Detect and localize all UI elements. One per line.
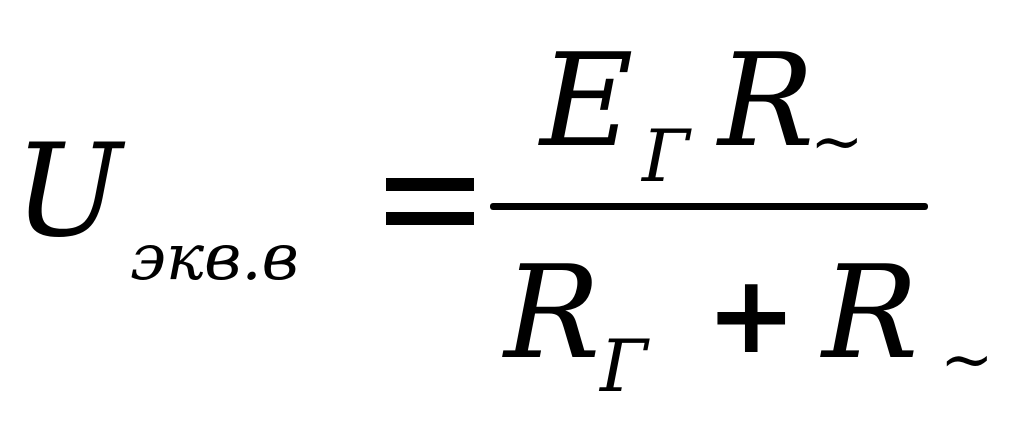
numerator-term2: R — [718, 27, 815, 176]
fraction-bar — [490, 203, 928, 210]
denominator-term2-subscript: ~ — [940, 323, 994, 397]
denominator-term1-subscript: Г — [600, 324, 648, 408]
equals-bar-bottom — [386, 212, 474, 225]
lhs-subscript: экв.в — [130, 221, 299, 295]
numerator-term2-subscript: ~ — [810, 105, 864, 179]
equals-bar-top — [386, 178, 474, 191]
numerator-term1-subscript: Г — [642, 114, 690, 198]
denominator-plus: + — [706, 253, 797, 378]
denominator-term2: R — [822, 239, 919, 388]
numerator-term1: E — [540, 27, 634, 176]
lhs-symbol: U — [14, 117, 122, 266]
denominator-term1: R — [504, 239, 601, 388]
